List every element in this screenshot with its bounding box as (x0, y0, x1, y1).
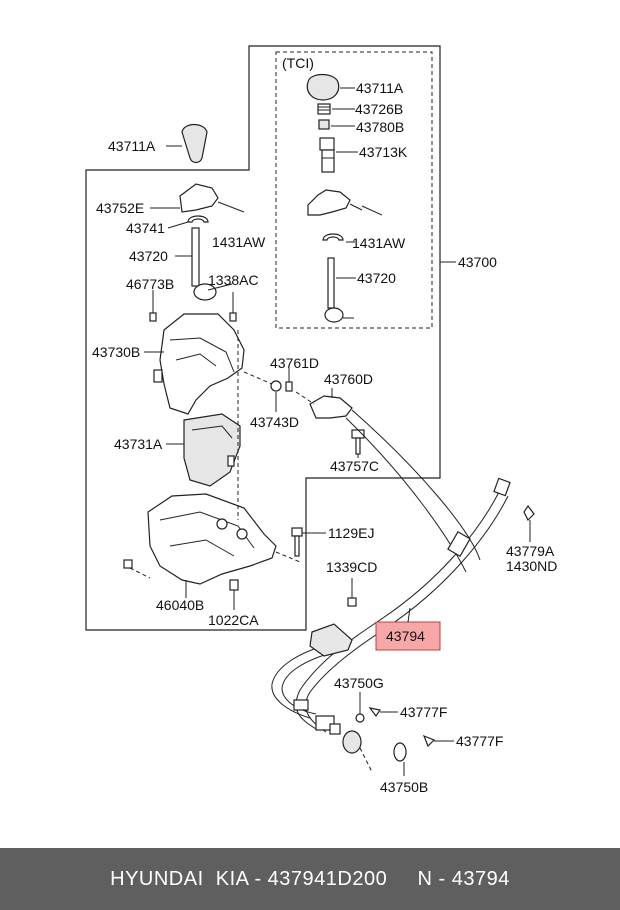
label-43752E: 43752E (96, 200, 144, 216)
label-43760D: 43760D (324, 371, 373, 387)
label-46040B: 46040B (156, 597, 204, 613)
label-43780B: 43780B (356, 119, 404, 135)
shift-cover (183, 413, 241, 487)
bolt-1338AC (229, 312, 237, 322)
tci-bushing-shape (318, 119, 330, 130)
mounting-bracket (147, 493, 277, 585)
lever-43760D (309, 395, 353, 419)
exploded-parts-diagram: (TCI) 43711A 43726B 43780B 43713K 1431AW… (85, 45, 557, 795)
nut-1339CD (347, 597, 357, 607)
label-43750B: 43750B (380, 779, 428, 795)
label-43731A: 43731A (114, 436, 163, 452)
clip-43777F-a (368, 707, 381, 718)
bracket-bushing-1 (216, 518, 228, 530)
tci-clip (322, 233, 344, 241)
part-number-footer: HYUNDAI KIA - 437941D200 N - 43794 (0, 848, 620, 910)
washer-43750B (393, 742, 407, 762)
label-1431AW-tci: 1431AW (352, 235, 406, 251)
clip-43779A (523, 504, 535, 522)
tci-shift-rod (324, 257, 354, 323)
clip-43777F-b (422, 734, 436, 748)
label-1431AW-main: 1431AW (212, 234, 266, 250)
cable-bracket (309, 623, 353, 657)
main-lever-bracket (179, 183, 219, 213)
label-43730B: 43730B (92, 344, 140, 360)
footer-text: HYUNDAI KIA - 437941D200 N - 43794 (110, 867, 510, 890)
label-43750G: 43750G (334, 675, 384, 691)
label-43741: 43741 (126, 220, 165, 236)
pin-43761D (285, 381, 293, 392)
bolt-1129EJ (291, 527, 303, 557)
label-43720-tci: 43720 (357, 270, 396, 286)
tci-shaft-shape (319, 137, 335, 173)
cable-end-lower (293, 699, 341, 735)
label-1022CA: 1022CA (208, 612, 259, 628)
bracket-bushing-2 (236, 528, 248, 540)
label-43726B: 43726B (355, 101, 403, 117)
label-1129EJ: 1129EJ (328, 525, 374, 541)
tci-spring-shape (317, 103, 331, 115)
label-43700: 43700 (458, 254, 497, 270)
label-43777F-b: 43777F (456, 733, 503, 749)
tci-knob-shape (306, 73, 340, 101)
label-43779A: 43779A (506, 543, 555, 559)
main-knob-shape (181, 123, 208, 164)
tci-dashed-box (275, 51, 433, 329)
label-43713K: 43713K (359, 144, 408, 160)
label-43720-main: 43720 (129, 248, 168, 264)
shift-cable-43794 (271, 409, 509, 733)
bolt-1022CA (229, 579, 239, 591)
bolt-46773B (149, 312, 157, 322)
main-clip (187, 215, 209, 223)
main-shift-rod (191, 227, 217, 301)
label-1430ND: 1430ND (506, 558, 557, 574)
label-43761D: 43761D (270, 355, 319, 371)
label-43711A-tci: 43711A (356, 80, 404, 96)
label-43757C: 43757C (330, 458, 379, 474)
assembly-frame (85, 45, 441, 631)
housing-bolt (153, 369, 163, 383)
label-43777F-a: 43777F (400, 704, 447, 720)
washer-43743D (270, 380, 282, 392)
shift-base-housing (159, 313, 245, 415)
label-43794: 43794 (386, 628, 425, 644)
tci-label: (TCI) (282, 55, 314, 71)
label-1339CD: 1339CD (326, 559, 377, 575)
cable-end-upper (447, 477, 511, 557)
label-43743D: 43743D (250, 414, 299, 430)
label-46773B: 46773B (126, 276, 174, 292)
bushing-43750G (342, 730, 362, 754)
label-1338AC: 1338AC (208, 272, 259, 288)
label-43711A-main: 43711A (108, 138, 156, 154)
tci-lever-bracket (307, 189, 351, 216)
